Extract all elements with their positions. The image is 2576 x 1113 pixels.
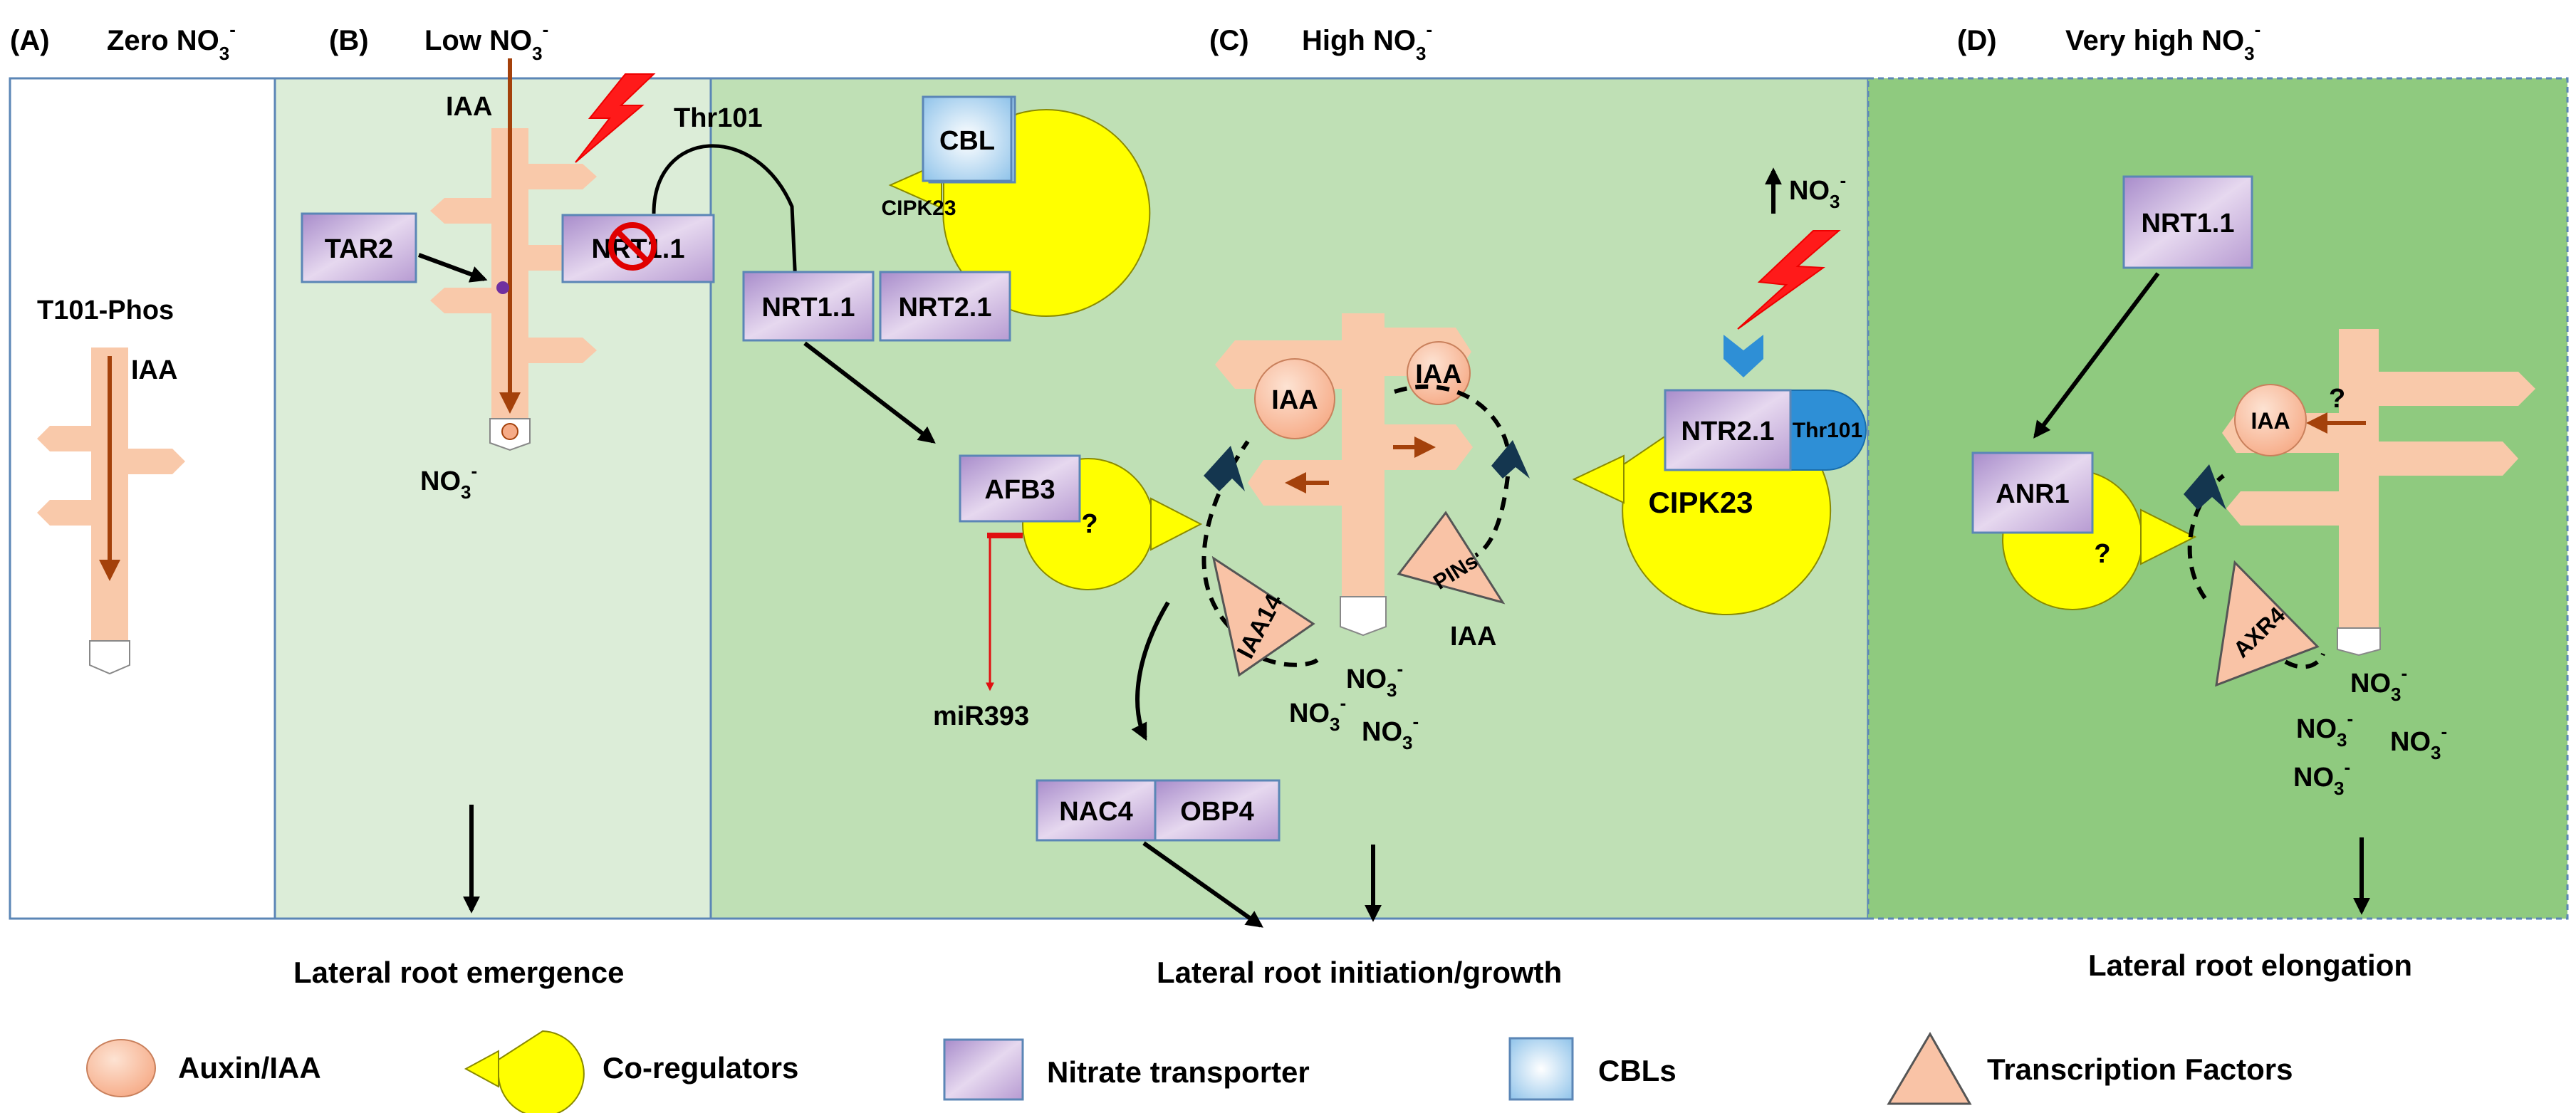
iaa-right-auxin <box>1407 341 1471 405</box>
afb3-label: AFB3 <box>984 475 1055 505</box>
nac4-label: NAC4 <box>1059 797 1132 827</box>
panel-d-no3-b: NO3- <box>2296 708 2353 751</box>
panel-d-iaa-question: ? <box>2329 384 2345 414</box>
legend-cbls-label: CBLs <box>1598 1054 1677 1087</box>
panel-a-background <box>9 77 276 920</box>
legend-tf-label: Transcription Factors <box>1987 1052 2293 1086</box>
panel-a-t101-phos: T101-Phos <box>37 296 174 325</box>
panel-d-label: (D) <box>1957 25 1997 56</box>
lightning-icon-c <box>1737 230 1841 330</box>
anr1-label: ANR1 <box>1996 479 2069 509</box>
panel-c-no3-b: NO3- <box>1289 692 1346 735</box>
axr4-transcription-factor <box>2215 560 2320 687</box>
nrt11-transporter <box>742 271 875 342</box>
pins-transcription-factor <box>1397 511 1506 605</box>
prohibited-icon <box>608 222 657 271</box>
tar2-transporter <box>301 212 417 283</box>
panel-b-outcome: Lateral root emergence <box>293 956 625 989</box>
panel-d-outcome: Lateral root elongation <box>2088 949 2412 982</box>
ntr21-label: NTR2.1 <box>1681 417 1775 446</box>
chevron-down-icon <box>1724 335 1763 377</box>
iaa-left-label: IAA <box>1271 385 1318 415</box>
panel-a-title: Zero NO3- <box>107 19 236 64</box>
cipk23-right-label: CIPK23 <box>1648 486 1753 519</box>
cbl-label: CBL <box>939 126 995 156</box>
iaa-left-auxin <box>1254 358 1335 439</box>
panel-b-no3-label: NO3- <box>420 460 477 503</box>
panel-c-nrt21-label: NRT2.1 <box>899 293 992 323</box>
panel-d-no3-d: NO3- <box>2293 756 2350 799</box>
panel-a-root <box>37 348 185 675</box>
panel-c-no3-c: NO3- <box>1362 711 1419 753</box>
mir393-label: miR393 <box>933 701 1029 731</box>
legend-transporter-swatch <box>943 1038 1024 1101</box>
panel-b-iaa-label: IAA <box>446 92 492 122</box>
panel-d-nrt11-transporter <box>2122 175 2253 269</box>
panel-d-title: Very high NO3- <box>2065 19 2260 64</box>
legend-auxin-label: Auxin/IAA <box>178 1051 321 1085</box>
panel-a-label: (A) <box>10 25 50 56</box>
cipk23-right-arrowhead <box>1572 454 1625 504</box>
panel-b-label: (B) <box>329 25 369 56</box>
obp4-transporter <box>1154 779 1281 842</box>
panel-a-iaa-label: IAA <box>131 355 177 385</box>
panel-d-iaa-auxin <box>2234 384 2307 456</box>
nrt21-transporter <box>879 271 1011 342</box>
chevron-up-icon <box>1204 446 1245 491</box>
afb3-transporter <box>959 454 1081 523</box>
panel-c-thr101-label: Thr101 <box>1793 419 1862 442</box>
panel-c-label: (C) <box>1209 25 1249 56</box>
anr1-arrowhead <box>2140 508 2197 565</box>
afb3-question: ? <box>1081 509 1097 539</box>
obp4-label: OBP4 <box>1180 797 1253 827</box>
lightning-icon <box>575 73 656 163</box>
legend-transporter-label: Nitrate transporter <box>1047 1055 1310 1089</box>
panel-b-root <box>430 58 597 451</box>
panel-b-thr101-label: Thr101 <box>674 103 763 133</box>
panel-d-iaa-label: IAA <box>2251 408 2290 434</box>
panel-d-no3-a: NO3- <box>2350 662 2407 705</box>
pins-iaa-label: IAA <box>1450 622 1496 652</box>
anr1-transporter <box>1971 451 2094 534</box>
cipk23-top-label: CIPK23 <box>881 197 956 220</box>
legend-cbl-swatch <box>1508 1037 1574 1101</box>
chevron-up-icon-right <box>1491 440 1530 479</box>
panel-c-outcome: Lateral root initiation/growth <box>1157 956 1562 989</box>
panel-d-no3-c: NO3- <box>2390 721 2447 763</box>
panel-c-title: High NO3- <box>1302 19 1432 64</box>
anr1-question: ? <box>2094 539 2110 569</box>
legend-coregulators-label: Co-regulators <box>603 1051 798 1085</box>
panel-d-nrt11-label: NRT1.1 <box>2142 209 2235 239</box>
chevron-up-icon-d <box>2184 464 2226 510</box>
tar2-label: TAR2 <box>325 234 393 264</box>
legend: Auxin/IAA Co-regulators Nitrate transpor… <box>86 1030 2293 1113</box>
panel-b-title: Low NO3- <box>424 19 548 64</box>
legend-auxin-swatch <box>86 1039 156 1097</box>
ntr21-transporter <box>1664 389 1792 471</box>
legend-tf-swatch <box>1887 1032 1972 1105</box>
iaa14-transcription-factor <box>1211 555 1315 677</box>
afb3-arrowhead <box>1150 497 1203 551</box>
legend-coregulator-swatch <box>498 1030 585 1113</box>
panel-c-no3-up: NO3- <box>1789 169 1846 212</box>
panel-c-no3-a: NO3- <box>1346 658 1403 701</box>
panel-c-nrt11-label: NRT1.1 <box>762 293 855 323</box>
